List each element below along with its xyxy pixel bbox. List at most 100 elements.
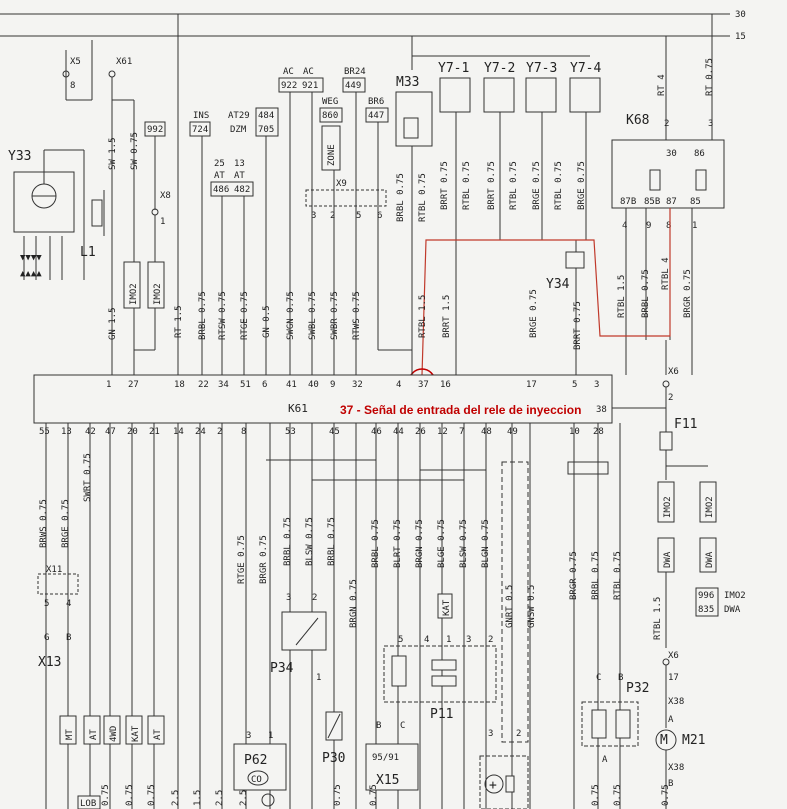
code-at-2: AT: [153, 729, 163, 740]
co-label: CO: [251, 775, 262, 785]
x61-label: X61: [116, 57, 132, 67]
m21-label: M21: [682, 733, 705, 748]
p11-pin-3: 3: [466, 635, 471, 645]
k68-pin-9: 9: [646, 221, 651, 231]
top-wire-label: RTBL 0.75: [418, 173, 428, 222]
bottom-wire-label: BLSW 0.75: [459, 519, 469, 568]
top-wire-label: RTWS 0.75: [352, 291, 362, 340]
x9-pin-5: 5: [356, 211, 361, 221]
svg-text:M: M: [660, 733, 668, 748]
bottom-wire-label: BLGN 0.75: [481, 519, 491, 568]
top-wire-label: BRRT 1.5: [442, 295, 452, 338]
code-mt: MT: [65, 729, 75, 740]
l1-coil: [91, 199, 103, 227]
x8-label: X8: [160, 191, 171, 201]
svg-text:2: 2: [516, 729, 521, 739]
imo2-text-2: IMO2: [153, 283, 163, 305]
k61-body: [33, 374, 613, 424]
bus-30-label: 30: [735, 10, 746, 20]
k68-pin-86: 86: [694, 149, 705, 159]
k68-pin-30: 30: [666, 149, 677, 159]
svg-text:+: +: [489, 778, 497, 793]
top-wire-label: RTBL 0.75: [554, 161, 564, 210]
br24-label: BR24: [344, 67, 366, 77]
bottom-wire-label: BRGN 0.75: [349, 579, 359, 628]
ac-label-1: AC: [283, 67, 294, 77]
x9-label: X9: [336, 179, 347, 189]
top-wire-label: RT 0.75: [705, 58, 715, 96]
x5-label: X5: [70, 57, 81, 67]
x9-pin-3: 3: [311, 211, 316, 221]
x38b-pin: B: [668, 779, 673, 789]
k61-pin: 40: [308, 380, 319, 390]
bottom-edge-label: 0.75: [613, 784, 623, 806]
code-486: 486: [213, 185, 229, 195]
bottom-edge-label: 0.75: [125, 784, 135, 806]
svg-text:3: 3: [488, 729, 493, 739]
k61-pin: 41: [286, 380, 297, 390]
bottom-wire-label: RTGE 0.75: [237, 535, 247, 584]
top-wire-label: RTBL 0.75: [509, 161, 519, 210]
k68-pin-87: 87: [666, 197, 677, 207]
x13-pin-g: G: [44, 633, 49, 643]
code-992-text: 992: [147, 125, 163, 135]
bottom-edge-label: 2.5: [239, 790, 249, 806]
bottom-wire-label: SWRT 0.75: [83, 453, 93, 502]
bottom-wire-label: GNSW 0.5: [527, 585, 537, 628]
br6-label: BR6: [368, 97, 384, 107]
bottom-edge-label: 1.5: [193, 790, 203, 806]
bottom-edge-label: 0.75: [369, 784, 379, 806]
x6b-pin: 17: [668, 673, 679, 683]
zone-text: ZONE: [327, 144, 337, 166]
x38b-label: X38: [668, 763, 684, 773]
code-at-1: AT: [89, 729, 99, 740]
x15-code: 95/91: [372, 753, 399, 763]
top-left-components: X5 8 X61 992 X8 1 Y33 ▼▼▼▼ ▲▲▲▲ L1: [8, 40, 171, 375]
code-482: 482: [234, 185, 250, 195]
wire-rtbl-1-5-right: RTBL 1.5: [653, 597, 663, 640]
p11-body: [383, 645, 497, 703]
code-922: 922: [281, 81, 297, 91]
k61-pin: 22: [198, 380, 209, 390]
bottom-wire-label: BRGE 0.75: [61, 499, 71, 548]
top-wire-label: RTBL 1.5: [617, 275, 627, 318]
y33-arrows: ▼▼▼▼ ▲▲▲▲: [20, 236, 63, 280]
y33-label: Y33: [8, 149, 31, 164]
top-wire-label: BRBL 0.75: [198, 291, 208, 340]
imo2-right-2: IMO2: [705, 496, 715, 518]
k61-pin: 51: [240, 380, 251, 390]
legend-dwa: DWA: [724, 605, 741, 615]
k61-pin: 32: [352, 380, 363, 390]
code-705: 705: [258, 125, 274, 135]
at-label-2: AT: [234, 171, 245, 181]
k68-pin-1: 1: [692, 221, 697, 231]
bottom-edge-label: 0.75: [591, 784, 601, 806]
p30-label: P30: [322, 751, 345, 766]
injector-group: M33 Y7-1 Y7-2 Y7-3 Y7-4: [395, 61, 601, 375]
top-wire-label: BRBL 0.75: [641, 269, 651, 318]
k61-pin: 3: [594, 380, 599, 390]
bottom-edge-label: 0.75: [147, 784, 157, 806]
p11-pin-2: 2: [488, 635, 493, 645]
at29-label: AT29: [228, 111, 250, 121]
p34-pin-1: 1: [316, 673, 321, 683]
x11-pin-4: 4: [66, 599, 71, 609]
code-835: 835: [698, 605, 714, 615]
x6-pin: 2: [668, 393, 673, 403]
weg-label: WEG: [322, 97, 338, 107]
k61-pin-38: 38: [596, 405, 607, 415]
svg-text:▲▲▲▲: ▲▲▲▲: [20, 269, 42, 279]
code-4wd: 4WD: [109, 726, 119, 742]
x6b-label: X6: [668, 651, 679, 661]
right-side-components: X6 2 F11 IMO2 IMO2 DWA DWA 996 835 IMO2 …: [653, 340, 746, 809]
legend-imo2: IMO2: [724, 591, 746, 601]
f11-label: F11: [674, 417, 697, 432]
bottom-edge-label: 2.5: [171, 790, 181, 806]
top-wire-label: BRGE 0.75: [532, 161, 542, 210]
p32-pin-b: B: [618, 673, 623, 683]
